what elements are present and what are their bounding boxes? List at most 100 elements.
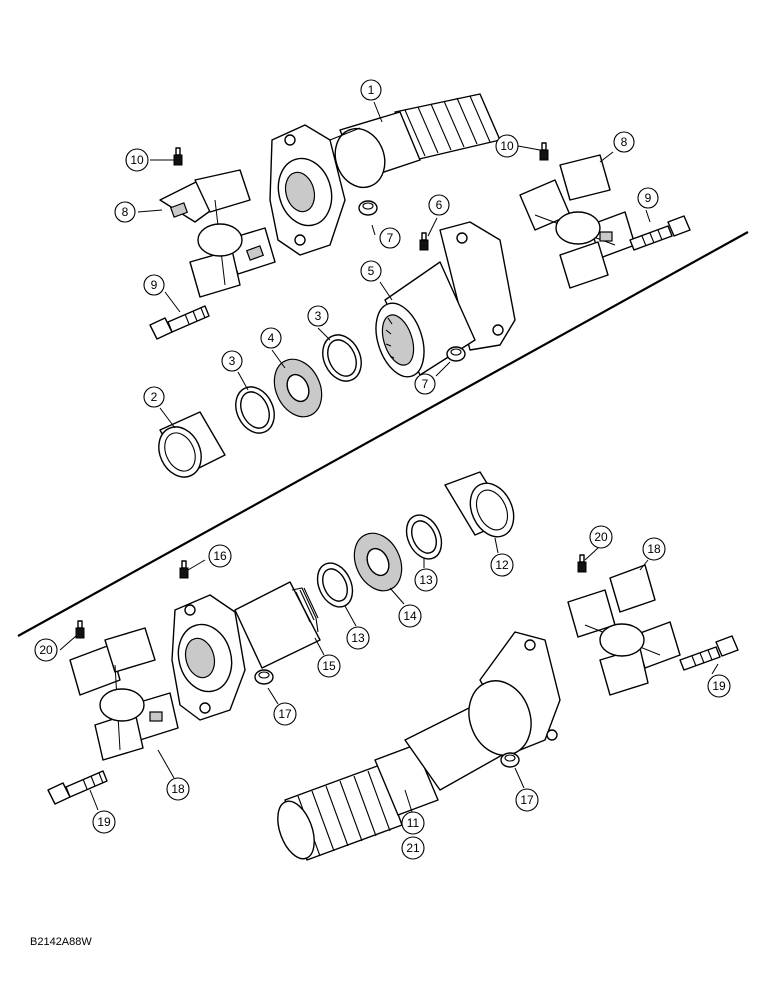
callout-17: 17 bbox=[515, 788, 539, 812]
part-7-nut-lower bbox=[446, 346, 466, 362]
callout-number: 17 bbox=[278, 707, 292, 721]
callout-circle bbox=[379, 227, 401, 249]
part-12-dust-cap bbox=[444, 471, 515, 538]
callout-number: 9 bbox=[645, 191, 652, 205]
callout-circle bbox=[260, 327, 282, 349]
callout-labels: 1 10 8 9 7 10 8 9 6 5 4 3 3 2 7 16 20 15 17 18 19 13 14 13 12 20 1… bbox=[34, 79, 731, 860]
callout-circle bbox=[495, 134, 519, 158]
part-4-felt-seal bbox=[273, 358, 323, 418]
callout-circle bbox=[401, 811, 425, 835]
part-9-bolt-right bbox=[629, 215, 691, 251]
part-7-nut-top bbox=[358, 200, 378, 216]
callout-circle bbox=[143, 386, 165, 408]
callout-20: 20 bbox=[589, 525, 613, 549]
callout-number: 1 bbox=[368, 83, 375, 97]
part-17-nut-upper bbox=[254, 669, 274, 685]
callout-number: 10 bbox=[130, 153, 144, 167]
callout-number: 7 bbox=[422, 377, 429, 391]
callout-number: 3 bbox=[229, 354, 236, 368]
callout-2: 2 bbox=[143, 386, 165, 408]
callout-number: 9 bbox=[151, 278, 158, 292]
callout-9: 9 bbox=[637, 187, 659, 209]
callout-17: 17 bbox=[273, 702, 297, 726]
callout-13: 13 bbox=[414, 568, 438, 592]
callout-8: 8 bbox=[613, 131, 635, 153]
part-18-universal-joint-left bbox=[69, 627, 179, 761]
callout-circle bbox=[589, 525, 613, 549]
part-11-splined-slip-shaft bbox=[277, 631, 561, 861]
callout-4: 4 bbox=[260, 327, 282, 349]
callout-circle bbox=[166, 777, 190, 801]
callout-number: 10 bbox=[500, 139, 514, 153]
part-15-threaded-yoke bbox=[171, 581, 321, 721]
callout-21: 21 bbox=[401, 836, 425, 860]
callout-number: 3 bbox=[315, 309, 322, 323]
part-1-splined-yoke-shaft bbox=[269, 93, 501, 256]
callout-number: 14 bbox=[403, 609, 417, 623]
part-20-grease-fitting-right bbox=[577, 554, 587, 573]
callout-number: 18 bbox=[647, 542, 661, 556]
callout-number: 20 bbox=[594, 530, 608, 544]
part-9-bolt-left bbox=[149, 305, 210, 340]
callout-13: 13 bbox=[346, 626, 370, 650]
callout-circle bbox=[273, 702, 297, 726]
callout-number: 13 bbox=[419, 573, 433, 587]
part-8-universal-joint-right bbox=[519, 154, 636, 289]
part-2-dust-cap bbox=[158, 411, 226, 478]
callout-circle bbox=[398, 604, 422, 628]
part-5-slip-yoke-sleeve bbox=[375, 221, 516, 378]
callout-number: 8 bbox=[122, 205, 129, 219]
callout-number: 17 bbox=[520, 793, 534, 807]
callout-3: 3 bbox=[221, 350, 243, 372]
callout-9: 9 bbox=[143, 274, 165, 296]
callout-circle bbox=[414, 373, 436, 395]
callout-18: 18 bbox=[166, 777, 190, 801]
callout-number: 16 bbox=[213, 549, 227, 563]
callout-circle bbox=[490, 553, 514, 577]
callout-10: 10 bbox=[125, 148, 149, 172]
callout-circle bbox=[346, 626, 370, 650]
callout-20: 20 bbox=[34, 638, 58, 662]
part-17-nut-lower bbox=[500, 752, 520, 768]
callout-number: 19 bbox=[712, 679, 726, 693]
callout-circle bbox=[401, 836, 425, 860]
callout-18: 18 bbox=[642, 537, 666, 561]
part-18-universal-joint-right bbox=[567, 564, 681, 696]
callout-19: 19 bbox=[92, 810, 116, 834]
callout-circle bbox=[428, 194, 450, 216]
callout-15: 15 bbox=[317, 654, 341, 678]
part-10-grease-fitting-right bbox=[539, 142, 549, 161]
figure-code: B2142A88W bbox=[30, 936, 92, 948]
part-3-washer-a bbox=[322, 334, 362, 382]
callout-circle bbox=[360, 260, 382, 282]
part-13-washer-b bbox=[316, 562, 354, 608]
part-16-grease-fitting bbox=[179, 560, 189, 579]
callout-8: 8 bbox=[114, 201, 136, 223]
section-divider-line bbox=[17, 231, 749, 637]
part-3-washer-b bbox=[235, 386, 275, 434]
part-19-bolt-left bbox=[47, 770, 108, 805]
callout-16: 16 bbox=[208, 544, 232, 568]
callout-number: 18 bbox=[171, 782, 185, 796]
callout-number: 20 bbox=[39, 643, 53, 657]
callout-19: 19 bbox=[707, 674, 731, 698]
callout-circle bbox=[114, 201, 136, 223]
callout-number: 19 bbox=[97, 815, 111, 829]
callout-3: 3 bbox=[307, 305, 329, 327]
callout-7: 7 bbox=[414, 373, 436, 395]
part-8-universal-joint-left bbox=[159, 169, 276, 298]
callout-circle bbox=[414, 568, 438, 592]
callout-circle bbox=[317, 654, 341, 678]
callout-number: 12 bbox=[495, 558, 509, 572]
callout-number: 8 bbox=[621, 135, 628, 149]
callout-circle bbox=[208, 544, 232, 568]
callout-circle bbox=[642, 537, 666, 561]
callout-6: 6 bbox=[428, 194, 450, 216]
part-6-grease-fitting bbox=[419, 232, 429, 251]
callout-number: 5 bbox=[368, 264, 375, 278]
callout-circle bbox=[637, 187, 659, 209]
callout-circle bbox=[515, 788, 539, 812]
callout-7: 7 bbox=[379, 227, 401, 249]
callout-circle bbox=[125, 148, 149, 172]
